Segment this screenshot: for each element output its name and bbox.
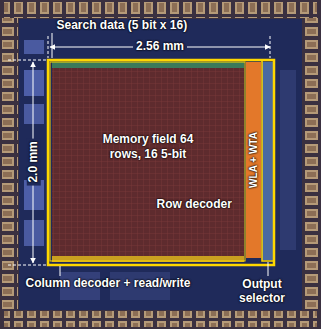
- block-label: Output selector: [231, 278, 293, 306]
- band-label: WLA + WTA: [247, 132, 259, 188]
- dimension-label: 2.56 mm: [133, 40, 187, 54]
- memory-field: Memory field 64 rows, 16 5-bit: [52, 68, 244, 256]
- block-label: Row decoder: [157, 198, 232, 212]
- block-label: Column decoder + read/write: [26, 277, 191, 291]
- block-label: Memory field 64 rows, 16 5-bit: [92, 132, 204, 161]
- wla-wta-band: WLA + WTA: [246, 62, 261, 258]
- dimension-label: 2.0 mm: [26, 138, 40, 185]
- bus-label: Search data (5 bit x 16): [57, 19, 188, 33]
